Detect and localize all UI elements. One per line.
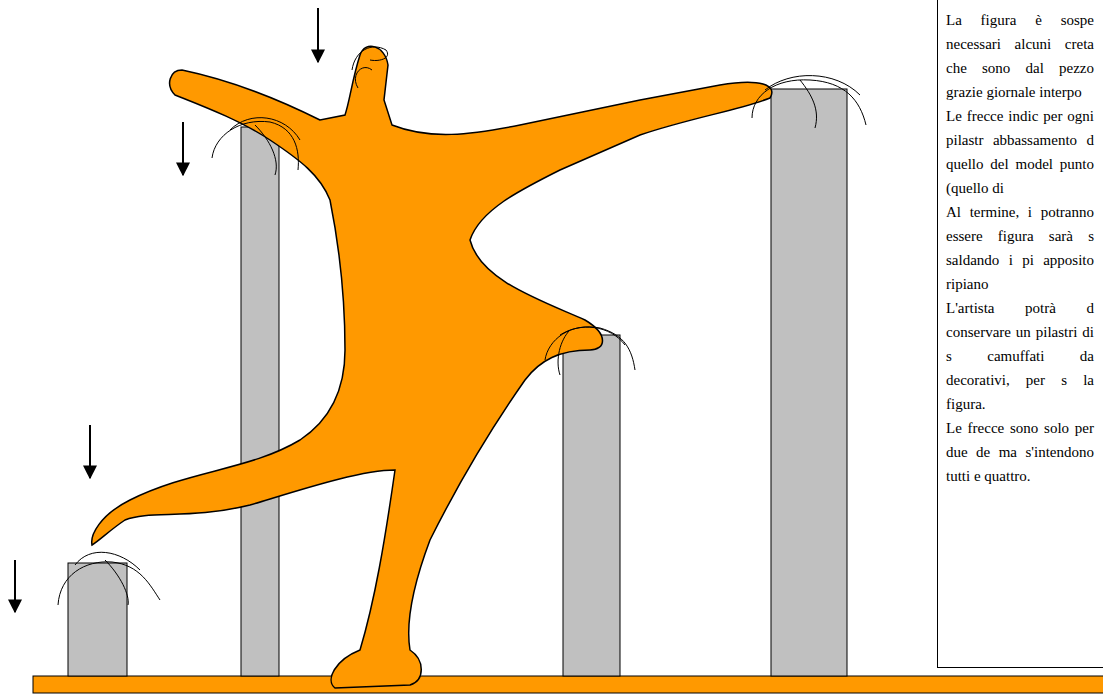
- support-pillar: [241, 127, 279, 676]
- support-pillar: [771, 89, 847, 676]
- support-pillar: [68, 563, 127, 676]
- paper-wrinkles: [58, 76, 866, 605]
- note-text: Al termine, i potranno essere figura sar…: [946, 200, 1094, 296]
- figure-silhouette: [92, 46, 772, 688]
- hair-strands: [352, 47, 388, 88]
- support-pillar: [563, 335, 620, 676]
- note-text: Le frecce indic per ogni pilastr abbassa…: [946, 104, 1094, 200]
- pressure-arrow: [15, 8, 318, 612]
- note-text: L'artista potrà d conservare un pilastri…: [946, 296, 1094, 416]
- note-text: La figura è sospe necessari alcuni creta…: [946, 8, 1094, 104]
- base-shelf: [33, 676, 1103, 693]
- note-text: Le frecce sono solo per due de ma s'inte…: [946, 416, 1094, 488]
- note-box: La figura è sospe necessari alcuni creta…: [937, 0, 1103, 668]
